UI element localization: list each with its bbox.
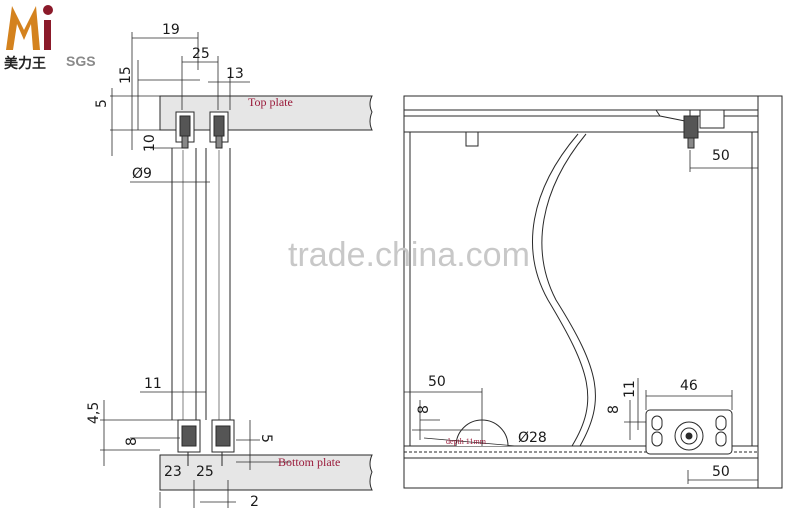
- bottom-plate-label: Bottom plate: [278, 455, 340, 469]
- dim-8-left-right: 8: [416, 405, 432, 414]
- dim-19: 19: [162, 22, 180, 38]
- right-dimension-lines: [404, 150, 758, 484]
- dim-10: 10: [142, 134, 158, 152]
- bottom-roller-plate: [645, 409, 733, 455]
- brand-logo: 美力王 SGS: [4, 5, 96, 72]
- logo-i-stem: [44, 20, 51, 50]
- dim-8-left: 8: [124, 437, 140, 446]
- dim-2: 2: [250, 494, 259, 510]
- logo-sgs: SGS: [66, 53, 96, 69]
- depth-label: depth 11mm: [446, 437, 487, 446]
- top-roller-right: [209, 111, 229, 149]
- left-dimension-lines-bottom: [100, 391, 290, 508]
- dim-50-left: 50: [428, 374, 446, 390]
- door-s-curve: [532, 133, 589, 447]
- dim-23: 23: [164, 464, 182, 480]
- bottom-roller-right: [211, 419, 235, 466]
- dim-5-top: 5: [94, 99, 110, 108]
- top-roller-left: [175, 111, 195, 149]
- dim-50-bottom: 50: [712, 464, 730, 480]
- dim-5-bottom: 5: [258, 434, 274, 443]
- watermark: trade.china.com: [288, 236, 530, 274]
- logo-m-mark: [6, 6, 40, 50]
- dim-25-top: 25: [192, 46, 210, 62]
- dim-13: 13: [226, 66, 244, 82]
- door-panels: [171, 148, 231, 420]
- left-section-view: 19 25 13 15 5 10 Ø9 11 4,5 8 5 23 25 2 T…: [86, 22, 373, 510]
- cabinet-frame: [403, 95, 783, 489]
- logo-brand-cn: 美力王: [4, 55, 46, 72]
- dim-11-left: 11: [144, 376, 162, 392]
- dim-25-bottom: 25: [196, 464, 214, 480]
- dim-15: 15: [118, 66, 134, 84]
- top-notch: [465, 131, 479, 147]
- dim-11-right: 11: [622, 380, 638, 398]
- logo-i-dot: [43, 5, 53, 15]
- dim-46: 46: [680, 378, 698, 394]
- top-plate-label: Top plate: [248, 95, 293, 109]
- dim-4-5: 4,5: [86, 402, 102, 424]
- dim-d9: Ø9: [132, 166, 152, 182]
- bottom-plate: [159, 454, 373, 491]
- dim-d28: Ø28: [518, 430, 547, 446]
- left-dimension-lines-top: [110, 32, 250, 183]
- dim-50-top: 50: [712, 148, 730, 164]
- top-roller-front: [655, 109, 725, 149]
- top-rail: [404, 109, 758, 133]
- bottom-roller-left: [177, 419, 201, 466]
- dim-8-right: 8: [606, 405, 622, 414]
- right-front-view: 50 50 8 Ø28 depth 11mm 46 11 8 50: [403, 95, 783, 489]
